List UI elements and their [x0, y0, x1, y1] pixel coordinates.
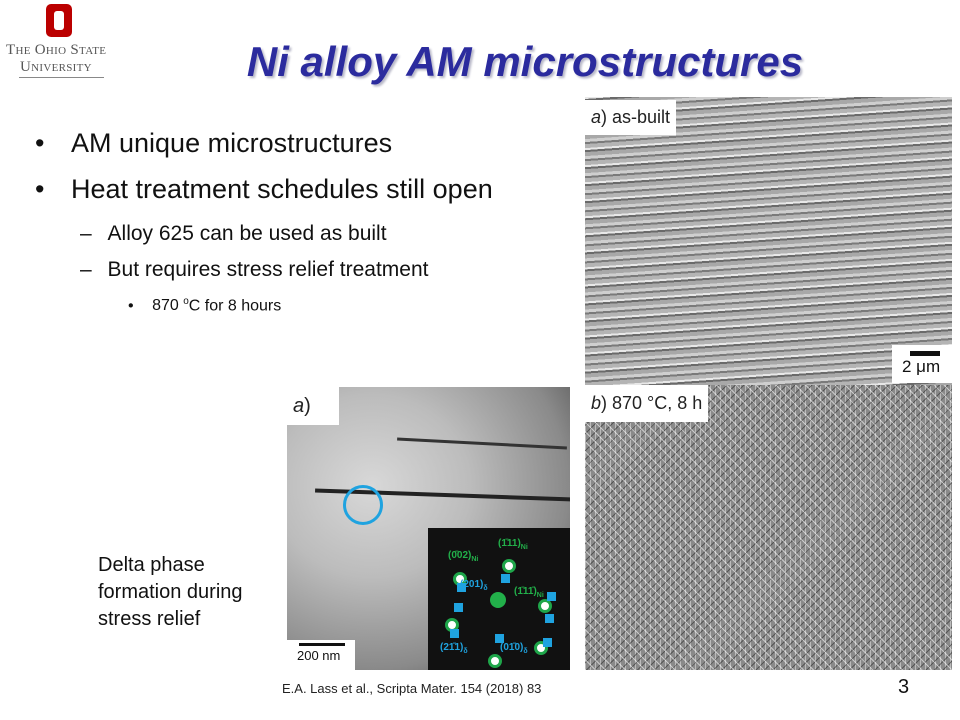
sem-scale-bar: 2 μm — [892, 345, 952, 383]
panel-letter: a — [591, 107, 602, 127]
delta-spot — [501, 574, 510, 583]
dash: – — [80, 258, 92, 281]
logo-divider — [19, 77, 104, 78]
sem-image-heat-treated — [585, 385, 952, 670]
sub-bullet-text: But requires stress relief treatment — [107, 258, 429, 281]
highlight-circle — [343, 485, 383, 525]
temp-value: 870 — [152, 297, 184, 315]
osu-logo-block-o — [46, 4, 72, 37]
ni-label: (1̄11)Ni — [498, 538, 528, 551]
panel-b-label: b) 870 °C, 8 h — [585, 385, 709, 422]
tem-precipitate — [397, 437, 567, 450]
bullet-text: AM unique microstructures — [71, 128, 393, 158]
delta-spot — [545, 614, 554, 623]
logo-text-line2: University — [20, 59, 92, 75]
figure-caption: Delta phase formation during stress reli… — [98, 552, 243, 633]
sem-micrograph: a) as-built 2 μm b) 870 °C, 8 h — [585, 97, 952, 670]
bullet-2: • Heat treatment schedules still open — [35, 174, 493, 205]
bullet-dot: • — [35, 174, 45, 204]
panel-text: ) 870 °C, 8 h — [601, 393, 703, 413]
delta-spot — [457, 583, 466, 592]
sub-bullet-2: – But requires stress relief treatment — [80, 258, 429, 282]
delta-label: (01̄0)δ — [500, 642, 528, 655]
ni-spot — [538, 599, 552, 613]
scale-bar-line — [910, 351, 940, 356]
panel-letter: a — [293, 395, 305, 417]
sub-bullet-1: – Alloy 625 can be used as built — [80, 222, 387, 246]
panel-a-label: a) as-built — [585, 100, 677, 135]
delta-label: (201)δ — [460, 579, 488, 592]
tem-scale-bar: 200 nm — [287, 640, 355, 670]
delta-label: (21̄1)δ — [440, 642, 468, 655]
bullet-dot: • — [35, 128, 45, 158]
citation: E.A. Lass et al., Scripta Mater. 154 (20… — [282, 681, 542, 696]
panel-letter: b — [591, 393, 602, 413]
ni-label: (0̄02)Ni — [448, 550, 479, 563]
diffraction-pattern-inset: (0̄02)Ni (1̄11)Ni (1̄11̄)Ni (201)δ (21̄1… — [428, 528, 570, 670]
bullet-1: • AM unique microstructures — [35, 128, 392, 159]
temp-duration: C for 8 hours — [188, 297, 282, 315]
sub-sub-bullet: • 870 oC for 8 hours — [128, 296, 281, 315]
bullet-text: Heat treatment schedules still open — [71, 174, 493, 204]
delta-spot — [543, 638, 552, 647]
tem-panel-label: a) — [287, 387, 339, 425]
caption-line: stress relief — [98, 608, 201, 630]
dash: – — [80, 222, 92, 245]
logo-text-line1: The Ohio State — [6, 42, 107, 58]
ni-label: (1̄11̄)Ni — [514, 586, 544, 599]
ni-spot — [488, 654, 502, 668]
panel-paren: ) — [304, 395, 311, 417]
panel-text: ) as-built — [601, 107, 671, 127]
slide-title: Ni alloy AM microstructures — [246, 38, 804, 85]
delta-spot — [547, 592, 556, 601]
sem-image-as-built — [585, 97, 952, 385]
scale-bar-line — [299, 643, 345, 646]
scale-label: 200 nm — [297, 648, 341, 663]
ni-spot — [502, 559, 516, 573]
page-number: 3 — [898, 676, 910, 698]
caption-line: formation during — [98, 581, 243, 603]
degree-sup: o — [183, 296, 189, 307]
scale-label: 2 μm — [902, 357, 941, 376]
sub-bullet-text: Alloy 625 can be used as built — [107, 222, 387, 245]
bullet-dot: • — [128, 297, 134, 315]
delta-spot — [450, 629, 459, 638]
caption-line: Delta phase — [98, 554, 205, 576]
tem-micrograph: a) (0̄02)Ni (1̄11)Ni (1̄11̄)Ni (201)δ (2… — [287, 387, 570, 670]
delta-spot — [495, 634, 504, 643]
central-beam — [490, 592, 506, 608]
delta-spot — [454, 603, 463, 612]
